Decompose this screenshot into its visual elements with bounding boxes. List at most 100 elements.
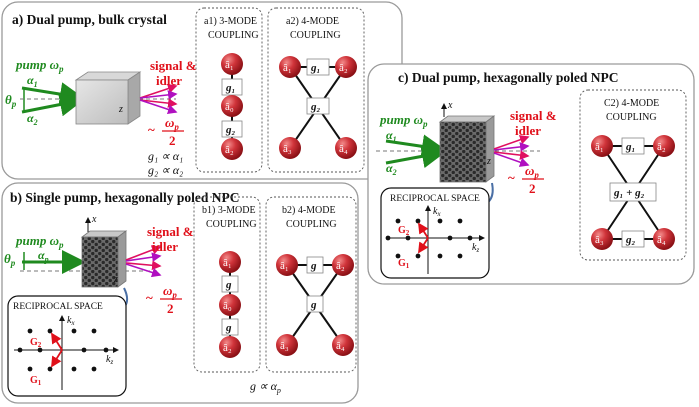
- svg-text:~: ~: [508, 170, 515, 185]
- panel-b2-box: [265, 196, 357, 373]
- panel-a-signal-label: signal &: [150, 58, 197, 73]
- panel-c2-title-2: COUPLING: [606, 112, 657, 123]
- panel-a-beam-out-1: [139, 83, 178, 99]
- panel-c2-coupling-box-sum: [609, 182, 657, 202]
- panel-a2-box: [267, 7, 365, 173]
- svg-text:â₂: â₂: [657, 141, 666, 153]
- panel-b-title: b) Single pump, hexagonally poled NPC: [10, 190, 240, 205]
- panel-a1-g2: g₂: [225, 124, 236, 136]
- panel-c-alpha1-label: α1: [386, 128, 397, 144]
- panel-c-G2-label: G2: [398, 225, 410, 237]
- panel-b: b) Single pump, hexagonally poled NPC pu…: [1, 182, 359, 404]
- panel-b-G1-vector: [51, 349, 63, 368]
- panel-b-omega-fraction: ~ ωp 2: [146, 283, 182, 316]
- panel-a-idler-label: idler: [156, 73, 182, 88]
- svg-text:â₃: â₃: [283, 143, 292, 155]
- panel-a1-mode-a2: â₂: [221, 138, 243, 160]
- panel-b-G2-vector: [51, 332, 63, 351]
- panel-a1-title-1: a1) 3-MODE: [204, 16, 257, 27]
- panel-c-G1-label: G1: [398, 258, 410, 270]
- panel-c2-g1: g₁: [625, 141, 635, 153]
- panel-a2-g1: g₁: [310, 62, 320, 74]
- panel-c-beam-out-1: [493, 135, 530, 150]
- panel-c-G1-vector: [418, 237, 429, 254]
- panel-b-alpha-label: αp: [38, 248, 49, 264]
- panel-b-idler-label: idler: [152, 239, 178, 254]
- svg-text:â₀: â₀: [225, 101, 234, 113]
- panel-c2-coupling-box-g2: [621, 230, 645, 248]
- panel-c2-mode-a4: â₄: [653, 228, 675, 250]
- panel-b2-coupling-box-2: [306, 295, 324, 313]
- panel-b-reciprocal-space: RECIPROCAL SPACE kx kz G2 G1: [7, 295, 127, 397]
- panel-c: c) Dual pump, hexagonally poled NPC pump…: [367, 63, 695, 285]
- svg-text:â₂: â₂: [223, 342, 232, 354]
- panel-a-theta-label: θp: [5, 92, 17, 109]
- svg-text:â₃: â₃: [595, 234, 604, 246]
- panel-b1-title-1: b1) 3-MODE: [202, 205, 256, 216]
- svg-text:ωp: ωp: [525, 163, 539, 180]
- panel-c-z-label: z: [486, 156, 491, 167]
- panel-c2-mode-a2: â₂: [653, 135, 675, 157]
- svg-text:â₁: â₁: [280, 260, 289, 272]
- svg-text:â₁: â₁: [225, 59, 234, 71]
- panel-c2-mode-a3: â₃: [591, 228, 613, 250]
- panel-a2-title-2: COUPLING: [290, 30, 341, 41]
- panel-c-G2-vector: [418, 222, 429, 239]
- panel-c-signal-label: signal &: [510, 108, 557, 123]
- panel-a2-coupling-box-g1: [306, 58, 330, 76]
- panel-a-beam-out-3: [139, 98, 178, 108]
- panel-a-relation-2: g₂ ∝ α₂: [148, 163, 183, 177]
- panel-a-beam-out-2: [139, 90, 178, 100]
- panel-b2-mode-a4: â₄: [332, 334, 354, 356]
- panel-a1-box: [195, 7, 263, 173]
- panel-a2-mode-a1: â₁: [279, 56, 301, 78]
- svg-text:â₁: â₁: [223, 257, 232, 269]
- panel-b-pump-label: pump ωp: [15, 233, 64, 250]
- panel-c-kx-label: kx: [433, 206, 441, 218]
- panel-b1-coupling-box-2: [221, 318, 239, 336]
- panel-b1-g-1: g: [225, 279, 232, 291]
- panel-a-title: a) Dual pump, bulk crystal: [12, 12, 167, 27]
- panel-b-beam-out-3: [125, 260, 162, 271]
- panel-c2-box: [579, 89, 687, 261]
- panel-a-pump-label: pump ωp: [15, 57, 64, 74]
- panel-b-reciprocal-title: RECIPROCAL SPACE: [13, 302, 103, 312]
- svg-text:â₁: â₁: [283, 62, 292, 74]
- svg-text:â₄: â₄: [339, 143, 348, 155]
- panel-b2-coupling-box-1: [306, 256, 324, 274]
- svg-text:~: ~: [148, 122, 155, 137]
- svg-text:â₃: â₃: [280, 340, 289, 352]
- panel-b2-g-1: g: [310, 260, 317, 272]
- svg-text:ωp: ωp: [165, 115, 179, 132]
- panel-c-beam-out-2: [493, 142, 530, 152]
- panel-b2-g-2: g: [310, 299, 317, 311]
- svg-text:2: 2: [529, 181, 536, 196]
- panel-c-omega-fraction: ~ ωp 2: [508, 163, 544, 196]
- svg-text:â₁: â₁: [595, 141, 604, 153]
- panel-b-signal-label: signal &: [147, 224, 194, 239]
- panel-a2-g2: g₂: [310, 101, 321, 113]
- panel-a1-mode-a0: â₀: [221, 95, 243, 117]
- panel-b2-title-2: COUPLING: [286, 219, 337, 230]
- panel-a2-mode-a3: â₃: [279, 137, 301, 159]
- panel-c-beam-out-3: [493, 150, 530, 160]
- panel-a1-title-2: COUPLING: [208, 30, 259, 41]
- panel-a1-coupling-box-g2: [221, 120, 243, 138]
- svg-text:ωp: ωp: [163, 283, 177, 300]
- panel-a-alpha1-label: α1: [27, 73, 38, 89]
- panel-c-kz-label: kz: [472, 242, 479, 254]
- panel-a-beam-out-4: [139, 99, 178, 115]
- panel-c2-g2: g₂: [625, 234, 636, 246]
- svg-text:â₂: â₂: [339, 62, 348, 74]
- panel-b2-mode-a2: â₂: [332, 254, 354, 276]
- panel-c-alpha2-label: α2: [386, 161, 397, 177]
- panel-a-bulk-crystal: [74, 71, 142, 125]
- panel-b2-mode-a1: â₁: [276, 254, 298, 276]
- panel-b-x-label: x: [91, 214, 97, 225]
- panel-b1-mode-a2: â₂: [219, 336, 241, 358]
- panel-b-G2-label: G2: [30, 337, 42, 349]
- panel-b-npc-crystal: [80, 230, 128, 288]
- panel-b2-mode-a3: â₃: [276, 334, 298, 356]
- panel-a-z-label: z: [118, 104, 123, 115]
- panel-c2-g-sum: g₁ + g₂: [613, 187, 645, 199]
